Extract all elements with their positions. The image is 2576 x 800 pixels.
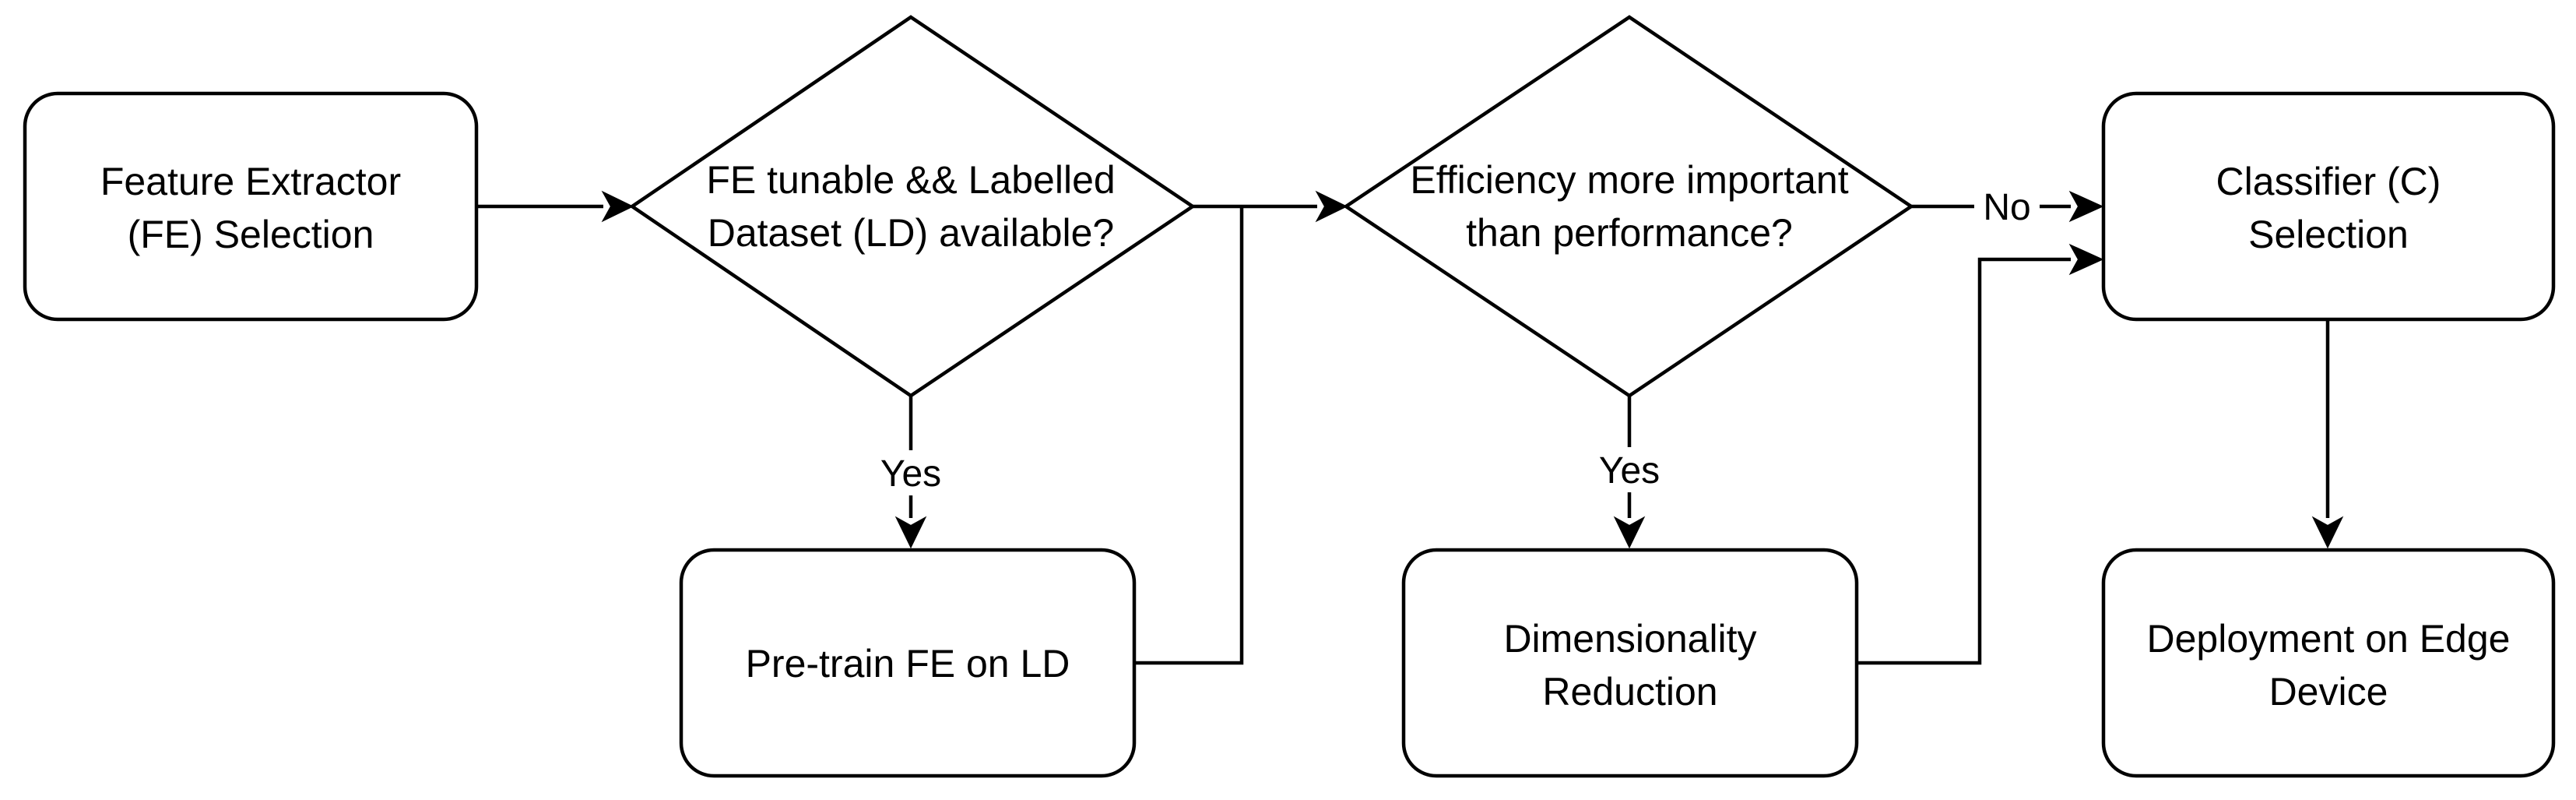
- node-pretrain: Pre-train FE on LD: [679, 548, 1137, 778]
- edge-label-efficiency-yes: Yes: [1589, 447, 1670, 492]
- decision-efficiency: Efficiency more important than performan…: [1342, 15, 1915, 398]
- node-deployment: Deployment on Edge Device: [2101, 548, 2556, 778]
- decision-fe-tunable: FE tunable && Labelled Dataset (LD) avai…: [628, 15, 1197, 398]
- edge-fe-selection-to-fe-tunable: [476, 190, 634, 223]
- edge-label-efficiency-no: No: [1974, 184, 2040, 229]
- node-deployment-line1: Deployment on Edge: [2147, 617, 2511, 661]
- decision-fe-tunable-line1: FE tunable && Labelled: [706, 158, 1115, 202]
- edge-pretrain-to-efficiency: [1134, 206, 1244, 665]
- node-pretrain-label: Pre-train FE on LD: [746, 642, 1070, 685]
- node-dim-reduction-line1: Dimensionality: [1503, 617, 1756, 661]
- decision-efficiency-line2: than performance?: [1466, 211, 1793, 255]
- edge-label-fe-tunable-yes: Yes: [870, 450, 951, 495]
- decision-efficiency-line1: Efficiency more important: [1410, 158, 1848, 202]
- svg-text:Yes: Yes: [880, 453, 941, 495]
- svg-text:Yes: Yes: [1599, 450, 1660, 492]
- edge-fe-tunable-to-efficiency: [1193, 190, 1348, 223]
- edge-dim-reduction-to-classifier: [1857, 243, 2104, 665]
- node-dim-reduction: Dimensionality Reduction: [1401, 548, 1859, 778]
- node-deployment-line2: Device: [2269, 670, 2388, 714]
- node-fe-selection: Feature Extractor (FE) Selection: [23, 91, 479, 322]
- node-classifier: Classifier (C) Selection: [2101, 91, 2556, 322]
- decision-fe-tunable-line2: Dataset (LD) available?: [708, 211, 1115, 255]
- node-fe-selection-line1: Feature Extractor: [100, 160, 401, 203]
- node-classifier-line1: Classifier (C): [2216, 160, 2441, 203]
- node-classifier-line2: Selection: [2248, 213, 2409, 256]
- edge-classifier-to-deployment: [2311, 319, 2344, 549]
- svg-text:No: No: [1983, 187, 2030, 228]
- node-dim-reduction-line2: Reduction: [1542, 670, 1717, 714]
- node-fe-selection-line2: (FE) Selection: [128, 213, 374, 256]
